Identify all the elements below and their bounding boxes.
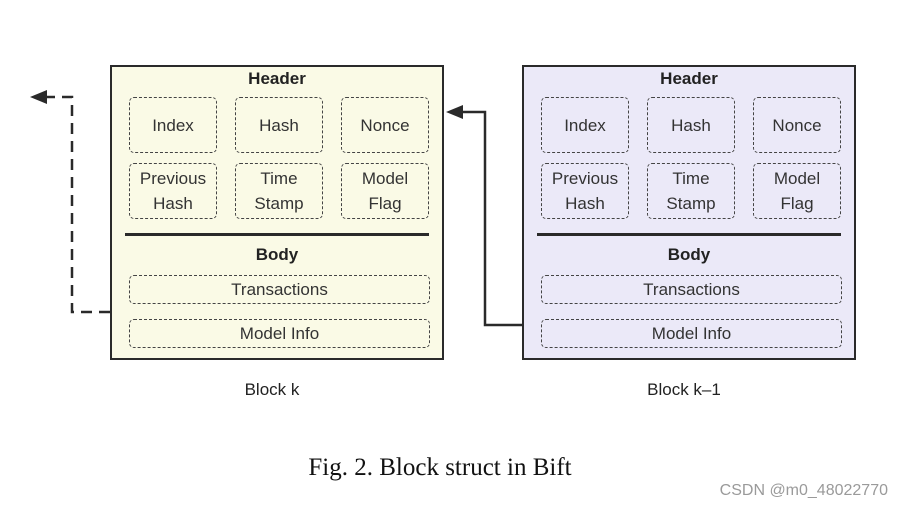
solid-arrow-k-1-to-k bbox=[446, 105, 522, 327]
time-stamp-field: Time Stamp bbox=[647, 163, 735, 219]
nonce-field: Nonce bbox=[753, 97, 841, 153]
block-k-minus-1-label: Block k–1 bbox=[647, 380, 721, 399]
model-flag-field: Model Flag bbox=[753, 163, 841, 219]
dashed-arrow-to-previous bbox=[30, 90, 110, 314]
block-k-label: Block k bbox=[244, 380, 300, 399]
hash-field: Hash bbox=[647, 97, 735, 153]
block-k: Header Index Hash Nonce Previous Hash Ti… bbox=[110, 65, 444, 360]
block-k-minus-1: Header Index Hash Nonce Previous Hash Ti… bbox=[522, 65, 856, 360]
header-body-divider bbox=[537, 233, 841, 236]
model-flag-field: Model Flag bbox=[341, 163, 429, 219]
index-field: Index bbox=[541, 97, 629, 153]
model-info-field: Model Info bbox=[129, 319, 430, 348]
header-body-divider bbox=[125, 233, 429, 236]
figure-caption: Fig. 2. Block struct in Bift bbox=[308, 454, 572, 481]
watermark: CSDN @m0_48022770 bbox=[719, 482, 888, 499]
nonce-field: Nonce bbox=[341, 97, 429, 153]
body-title: Body bbox=[255, 245, 299, 264]
transactions-field: Transactions bbox=[129, 275, 430, 304]
time-stamp-field: Time Stamp bbox=[235, 163, 323, 219]
transactions-field: Transactions bbox=[541, 275, 842, 304]
body-title: Body bbox=[667, 245, 711, 264]
index-field: Index bbox=[129, 97, 217, 153]
previous-hash-field: Previous Hash bbox=[129, 163, 217, 219]
previous-hash-field: Previous Hash bbox=[541, 163, 629, 219]
model-info-field: Model Info bbox=[541, 319, 842, 348]
header-title: Header bbox=[660, 69, 718, 88]
hash-field: Hash bbox=[235, 97, 323, 153]
header-title: Header bbox=[248, 69, 306, 88]
